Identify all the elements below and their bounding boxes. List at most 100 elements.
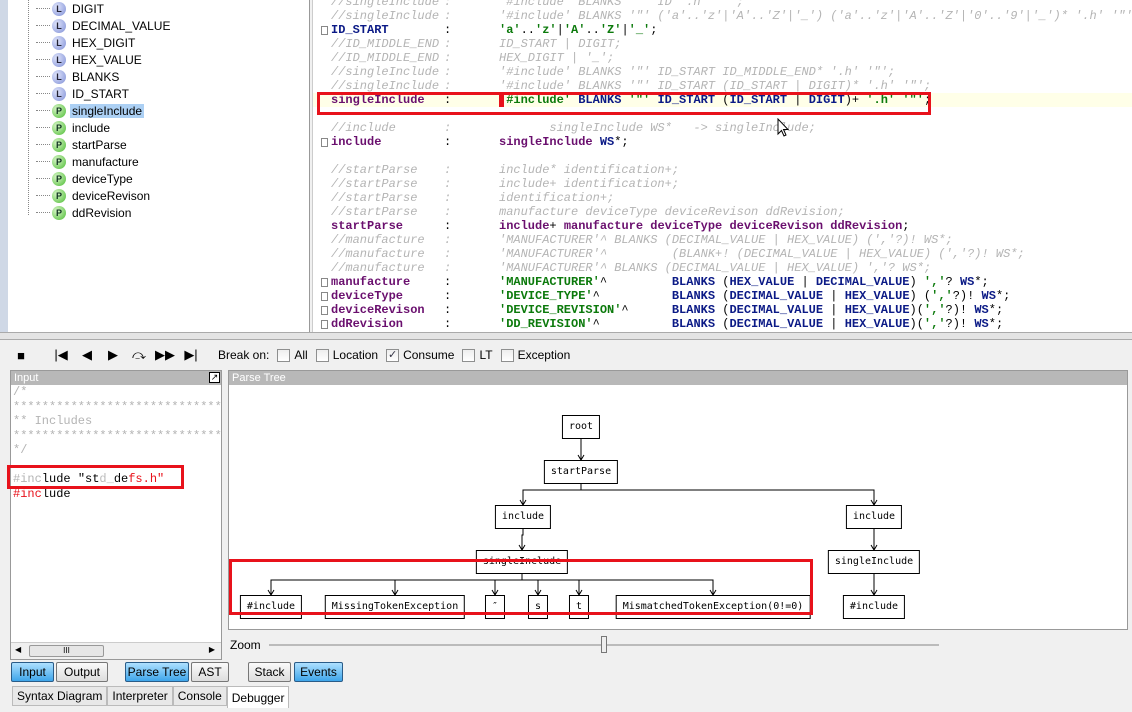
- token: 'DEVICE_TYPE': [499, 289, 593, 303]
- checkbox-box[interactable]: [462, 348, 476, 362]
- scroll-thumb[interactable]: III: [29, 645, 104, 657]
- step-over-icon[interactable]: ⤼: [132, 347, 146, 362]
- rule-label: singleInclude: [70, 103, 145, 118]
- checkbox-box[interactable]: [315, 348, 329, 362]
- token: (: [715, 275, 730, 289]
- tree-node-l7[interactable]: #include: [842, 595, 906, 619]
- parse-tree-button[interactable]: Parse Tree: [125, 662, 189, 682]
- fold-marker-icon[interactable]: [321, 306, 328, 315]
- fold-marker-icon[interactable]: [321, 138, 328, 147]
- tree-connector: [36, 195, 50, 196]
- rule-name: include: [331, 135, 382, 149]
- rule-name: startParse: [331, 219, 404, 233]
- zoom-slider[interactable]: [268, 636, 939, 653]
- tab-console[interactable]: Console: [172, 686, 227, 706]
- output-button[interactable]: Output: [56, 662, 108, 682]
- break-on-location-checkbox[interactable]: Location: [315, 348, 378, 362]
- lexer-rule-icon: L: [52, 69, 66, 84]
- break-on-consume-checkbox[interactable]: ✓Consume: [386, 348, 454, 362]
- break-on-label: Break on:: [218, 348, 270, 362]
- tree-connector: [36, 42, 50, 43]
- code-line: //singleInclude:'#include' BLANKS '"' ID…: [313, 79, 1132, 93]
- checkbox-box[interactable]: [277, 348, 291, 362]
- rule-label: manufacture: [72, 154, 139, 169]
- tree-node-root[interactable]: root: [561, 415, 601, 439]
- token: DECIMAL_VALUE: [729, 317, 824, 331]
- tree-node-i2[interactable]: include: [845, 505, 903, 529]
- tree-connector: [36, 161, 50, 162]
- scroll-right-icon[interactable]: ▶: [208, 645, 215, 654]
- fold-marker-icon[interactable]: [321, 292, 328, 301]
- token: 'a': [499, 23, 521, 37]
- rule-body: include+ manufacture deviceType deviceRe…: [499, 219, 910, 233]
- code-line: //ID_MIDDLE_END:ID_START | DIGIT;: [313, 37, 1132, 51]
- token: +: [549, 219, 564, 233]
- token: ^: [599, 275, 672, 289]
- rule-body: 'DEVICE_TYPE'^ BLANKS (DECIMAL_VALUE | H…: [499, 289, 1010, 303]
- go-to-start-icon[interactable]: |◀: [54, 347, 68, 362]
- step-back-icon[interactable]: ◀: [82, 347, 92, 362]
- checkbox-box[interactable]: [500, 348, 514, 362]
- code-line: //manufacture:'MANUFACTURER'^ (BLANK+! (…: [313, 247, 1132, 261]
- horizontal-scrollbar[interactable]: ◀ III ▶: [11, 642, 221, 659]
- tree-connector: [36, 59, 50, 60]
- zoom-slider-thumb[interactable]: [600, 636, 607, 653]
- scroll-left-icon[interactable]: ◀: [15, 645, 22, 654]
- break-on-exception-checkbox[interactable]: Exception: [500, 348, 570, 362]
- parser-rule-icon: P: [52, 120, 66, 135]
- stack-button[interactable]: Stack: [248, 662, 291, 682]
- fold-marker-icon[interactable]: [321, 320, 328, 329]
- tree-node-l2[interactable]: MissingTokenException: [324, 595, 466, 619]
- tab-interpreter[interactable]: Interpreter: [107, 686, 173, 706]
- token: ID_START: [729, 93, 788, 107]
- maximize-icon[interactable]: ↗: [209, 372, 220, 383]
- break-on-all-checkbox[interactable]: All: [277, 348, 308, 362]
- tree-node-s2[interactable]: singleInclude: [827, 550, 921, 574]
- break-on-lt-checkbox[interactable]: LT: [462, 348, 493, 362]
- tree-node-l1[interactable]: #include: [239, 595, 303, 619]
- token: *;: [614, 135, 629, 149]
- input-button[interactable]: Input: [11, 662, 54, 682]
- token: [593, 135, 600, 149]
- splitter[interactable]: [0, 332, 1132, 340]
- tree-node-i1[interactable]: include: [494, 505, 552, 529]
- tree-edge: [580, 484, 878, 506]
- go-to-end-icon[interactable]: ▶|: [184, 347, 198, 362]
- stop-icon[interactable]: ■: [17, 347, 25, 363]
- token: '#include' BLANKS '"' ID_START (ID_START…: [499, 79, 932, 93]
- colon: :: [444, 79, 452, 93]
- fold-marker-icon[interactable]: [321, 26, 328, 35]
- code-line: //startParse:manufacture deviceType devi…: [313, 205, 1132, 219]
- token: 'Z': [599, 23, 622, 37]
- grammar-editor[interactable]: //singleInclude:'#include' BLANKS '"' ID…: [312, 0, 1132, 332]
- step-forward-icon[interactable]: ▶: [108, 347, 118, 362]
- tab-syntax-diagram[interactable]: Syntax Diagram: [12, 686, 108, 706]
- token: '"': [902, 93, 924, 107]
- parse-tree-title: Parse Tree: [229, 371, 1127, 385]
- token: '.h': [866, 93, 896, 107]
- input-text[interactable]: /************************************* I…: [11, 385, 221, 641]
- tree-node-l6[interactable]: MismatchedTokenException(0!=0): [615, 595, 811, 619]
- ast-button[interactable]: AST: [191, 662, 229, 682]
- events-button[interactable]: Events: [294, 662, 343, 682]
- code-line: //singleInclude:'#include' BLANKS '"' ('…: [313, 9, 1132, 23]
- tree-node-sp[interactable]: startParse: [543, 460, 619, 484]
- fold-marker-icon[interactable]: [321, 278, 328, 287]
- fast-forward-icon[interactable]: ▶▶: [155, 347, 175, 362]
- checkbox-box[interactable]: ✓: [386, 348, 400, 362]
- tab-debugger[interactable]: Debugger: [226, 686, 290, 708]
- token: include: [499, 219, 550, 233]
